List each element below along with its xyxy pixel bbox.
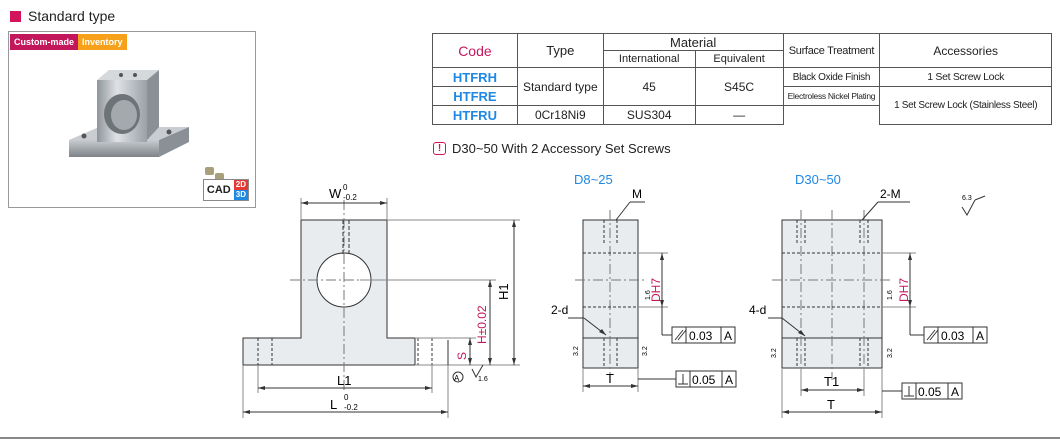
surface-htfru: — — [694, 105, 784, 125]
accessories-htfre: 1 Set Screw Lock (Stainless Steel) — [879, 86, 1052, 125]
d825-perp-frame — [675, 370, 737, 388]
info-icon: ! — [433, 142, 446, 155]
d825-perp: 0.05 — [692, 373, 716, 387]
d3050-t1: T1 — [824, 374, 839, 389]
dim-h1: H1 — [496, 283, 511, 300]
cad-2d-button[interactable]: 2D — [233, 180, 248, 190]
d825-d: 2-d — [551, 303, 568, 317]
code-htfre[interactable]: HTFRE — [432, 86, 518, 106]
bottom-divider — [0, 437, 1060, 439]
d3050-flatness: 0.03 — [941, 329, 965, 343]
dim-l: L — [330, 397, 337, 412]
svg-text:-0.2: -0.2 — [343, 193, 357, 202]
product-photo — [69, 70, 224, 181]
d3050-d: 4-d — [749, 303, 766, 317]
d3050-flatness-ref: A — [976, 329, 984, 343]
code-htfru[interactable]: HTFRU — [432, 105, 518, 125]
note-text: D30~50 With 2 Accessory Set Screws — [452, 141, 671, 156]
section-title: Standard type — [28, 8, 116, 24]
d825-rough: 1.6 — [645, 290, 652, 300]
d3050-r32b: 3.2 — [887, 348, 894, 358]
d825-flatness: 0.03 — [689, 329, 713, 343]
dim-l1: L1 — [337, 373, 351, 388]
accessories-htfrh: 1 Set Screw Lock — [879, 67, 1052, 87]
svg-text:0: 0 — [343, 183, 348, 192]
d825-r32a: 3.2 — [573, 346, 580, 356]
material-international-2: 0Cr18Ni9 — [516, 105, 604, 125]
d3050-m: 2-M — [880, 187, 901, 201]
d3050-perp: 0.05 — [918, 385, 942, 399]
product-image-panel: Custom-made Inventory CAD 2D 3D — [8, 31, 256, 208]
d825-perp-ref: A — [725, 373, 733, 387]
d3050-flatness-frame — [923, 326, 988, 344]
dim-s: S — [455, 352, 469, 360]
surface-htfre: Electroless Nickel Plating — [782, 86, 881, 106]
cad-label: CAD — [203, 180, 234, 200]
rough-front: 1.6 — [478, 376, 488, 383]
section-marker-icon — [10, 10, 21, 22]
spec-table: Code Type Material Surface Treatment Acc… — [432, 33, 1052, 125]
surface-mark: 6.3 — [962, 195, 972, 202]
d3050-perp-frame — [901, 382, 963, 400]
section-header: Standard type — [10, 6, 115, 26]
header-international: International — [602, 50, 696, 68]
svg-text:0: 0 — [344, 393, 349, 402]
badge-group: Custom-made Inventory — [10, 34, 127, 50]
header-accessories: Accessories — [879, 33, 1052, 68]
cad-3d-button[interactable]: 3D — [233, 190, 248, 200]
title-d825: D8~25 — [574, 172, 613, 187]
accessory-note: ! D30~50 With 2 Accessory Set Screws — [433, 141, 671, 156]
datum-a: A — [454, 374, 460, 383]
d3050-t: T — [827, 397, 835, 412]
dim-h: H±0.02 — [475, 305, 489, 344]
cad-download[interactable]: CAD 2D 3D — [202, 179, 249, 201]
d825-t: T — [606, 371, 614, 386]
d825-r32b: 3.2 — [642, 346, 649, 356]
d3050-dh7: DH7 — [897, 278, 911, 302]
material-international-1: 45 — [602, 67, 696, 106]
svg-text:-0.2: -0.2 — [344, 403, 358, 412]
d825-dh7: DH7 — [649, 278, 663, 302]
d3050-rough: 1.6 — [887, 290, 894, 300]
d825-m: M — [632, 187, 642, 201]
d3050-r32a: 3.2 — [771, 348, 778, 358]
custom-made-badge[interactable]: Custom-made — [10, 34, 79, 50]
header-material: Material — [602, 33, 784, 51]
inventory-badge[interactable]: Inventory — [78, 34, 127, 50]
d3050-perp-ref: A — [951, 385, 959, 399]
d825-flatness-frame — [671, 326, 736, 344]
material-equivalent-2: SUS304 — [602, 105, 696, 125]
material-equivalent-1: S45C — [694, 67, 784, 106]
title-d3050: D30~50 — [795, 172, 841, 187]
dim-w: W — [329, 186, 342, 201]
header-surface: Surface Treatment — [782, 33, 881, 68]
d825-flatness-ref: A — [724, 329, 732, 343]
